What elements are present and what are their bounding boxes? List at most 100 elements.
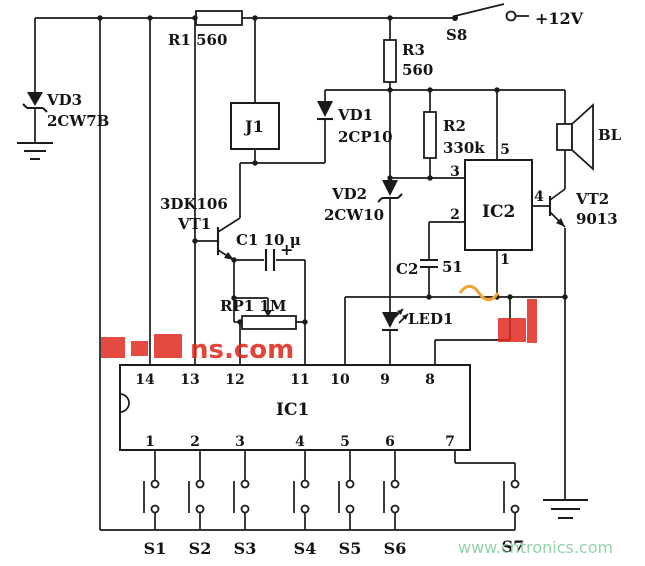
s3-label: S3 — [234, 539, 257, 558]
ic1-pin14: 14 — [135, 372, 155, 388]
pushbutton-s1: S1 — [143, 450, 167, 558]
junction-dot — [302, 319, 308, 325]
speaker-body — [556, 123, 573, 151]
vd2-triangle — [382, 180, 398, 196]
ic1-pin12: 12 — [225, 372, 244, 388]
ic1-pin11: 11 — [290, 372, 309, 388]
led1-ray-arrow1 — [397, 309, 403, 315]
watermark-red-block — [131, 341, 148, 356]
watermark-red-block — [154, 334, 182, 358]
s4-contact-bottom — [300, 504, 310, 514]
ic1-label: IC1 — [276, 400, 309, 420]
vt1-ref: VT1 — [177, 215, 211, 233]
watermark-red-block — [498, 318, 526, 342]
vd1-triangle — [317, 101, 333, 117]
ic1-body — [119, 364, 471, 451]
junction-dot — [387, 15, 393, 21]
speaker-horn — [571, 102, 594, 172]
junction-dot — [427, 87, 433, 93]
r1-label: R1 560 — [168, 31, 227, 49]
c2-ref: C2 — [396, 260, 418, 278]
s6-contact-bottom — [390, 504, 400, 514]
led1-label: LED1 — [408, 310, 453, 328]
j1-label: J1 — [243, 117, 264, 136]
ic1-notch — [119, 393, 130, 413]
ic1-pin13: 13 — [180, 372, 199, 388]
ground-symbol-right — [543, 498, 588, 520]
resistor-r2: R2 330k — [423, 111, 485, 159]
watermark-red: ns.com — [101, 299, 537, 365]
vt2-model: 9013 — [576, 210, 618, 228]
vd2-ref: VD2 — [331, 185, 367, 203]
junction-dot — [231, 257, 237, 263]
watermark-orange-scribble — [458, 284, 500, 302]
s5-label: S5 — [339, 539, 362, 558]
c1-plates — [264, 249, 276, 271]
vt2-emitter-arrow — [556, 218, 565, 227]
s1-wires — [143, 450, 156, 530]
c2-plates — [420, 258, 438, 269]
resistor-r3: R3 560 — [383, 39, 433, 83]
ic1-pin3: 3 — [235, 434, 245, 450]
transistor-vt2: VT2 9013 — [532, 188, 618, 228]
vd3-model: 2CW7B — [47, 112, 109, 130]
vd2-model: 2CW10 — [324, 206, 384, 224]
s6-label: S6 — [384, 539, 407, 558]
watermark-red-text: ns.com — [190, 335, 294, 365]
junction-dot — [562, 294, 568, 300]
junction-dot — [494, 87, 500, 93]
junction-dot — [192, 15, 198, 21]
s6-contact-top — [390, 479, 400, 489]
s3-contact-bottom — [240, 504, 250, 514]
rp1-body — [241, 315, 297, 330]
s4-label: S4 — [294, 539, 317, 558]
potentiometer-rp1: RP1 1M — [220, 297, 297, 330]
ic1-chip: IC1 14 13 12 11 10 9 8 1 2 3 4 5 6 7 — [119, 364, 471, 451]
ic2-pin1: 1 — [500, 252, 510, 268]
vt2-ref: VT2 — [575, 190, 609, 208]
capacitor-c1: C1 10 μ + — [236, 231, 301, 271]
pushbutton-s5: S5 — [338, 450, 362, 558]
ic1-pin8: 8 — [425, 372, 435, 388]
vd1-model: 2CP10 — [338, 128, 393, 146]
s2-contact-top — [195, 479, 205, 489]
r2-value: 330k — [443, 139, 485, 157]
ic2-chip: IC2 3 2 5 4 1 — [450, 142, 544, 268]
rp1-label: RP1 1M — [220, 297, 286, 315]
s1-label: S1 — [144, 539, 167, 558]
led1-ray-arrow2 — [402, 314, 408, 320]
speaker-bl: BL — [556, 102, 622, 172]
s4-wires — [293, 450, 306, 530]
vd1-ref: VD1 — [337, 106, 373, 124]
ic1-pin4: 4 — [295, 434, 305, 450]
resistor-r1-body — [195, 10, 243, 26]
c1-label: C1 10 μ — [236, 231, 301, 249]
r3-ref: R3 — [402, 41, 425, 59]
diode-vd1: VD1 2CP10 — [317, 101, 393, 146]
switch-s8: S8 +12V — [446, 3, 584, 44]
ic2-pin5: 5 — [500, 142, 510, 158]
ic1-pin2: 2 — [190, 434, 200, 450]
s7-label: S7 — [502, 537, 525, 556]
junction-dot — [426, 294, 432, 300]
transistor-vt1: 3DK106 VT1 — [160, 195, 234, 260]
bl-label: BL — [598, 126, 622, 144]
led-led1: LED1 — [382, 308, 453, 332]
junction-dot — [507, 294, 513, 300]
s7-contact-top — [510, 479, 520, 489]
junction-dot — [387, 175, 393, 181]
c2-value: 51 — [442, 258, 463, 276]
wire-net — [34, 15, 566, 531]
junction-dot — [427, 175, 433, 181]
ic1-pin5: 5 — [340, 434, 350, 450]
s7-contact-bottom — [510, 504, 520, 514]
junction-dots — [97, 15, 568, 325]
pushbutton-s7: S7 — [502, 479, 525, 556]
resistor-r2-body — [423, 111, 437, 159]
ground-left-bars — [17, 141, 53, 161]
s4-contact-top — [300, 479, 310, 489]
junction-dot — [97, 15, 103, 21]
watermark-green-text: www.cntronics.com — [458, 538, 613, 557]
